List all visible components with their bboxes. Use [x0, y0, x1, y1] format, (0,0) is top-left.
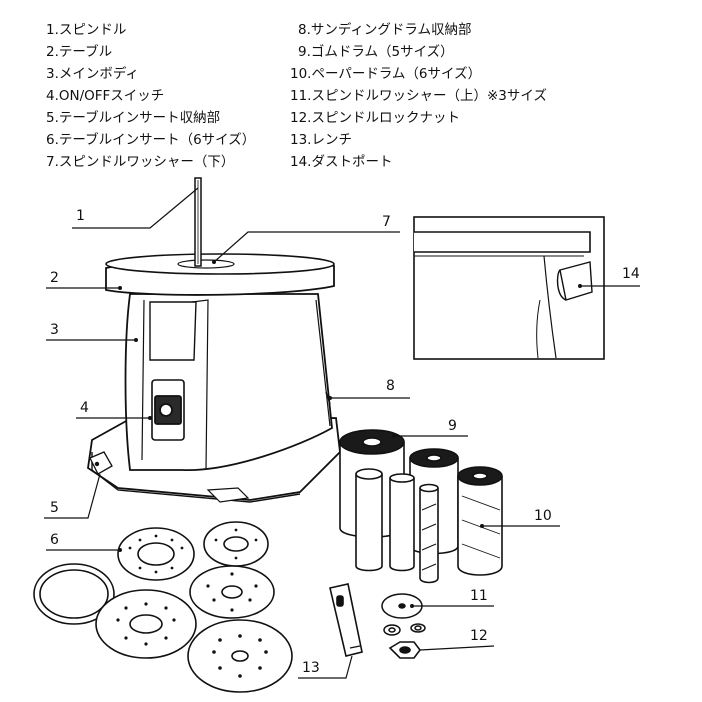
legend-item-5: 5.テーブルインサート収納部	[46, 110, 221, 126]
legend-item-8: 8.サンディングドラム収納部	[298, 22, 472, 38]
legend-item-10: 10.ペーパードラム（6サイズ）	[290, 66, 482, 82]
legend-item-13: 13.レンチ	[290, 132, 352, 148]
callout-4: 4	[80, 400, 89, 416]
callout-dots	[118, 260, 582, 608]
callout-lines	[44, 187, 640, 679]
sander-body	[87, 177, 341, 503]
callout-10: 10	[534, 508, 552, 524]
callout-12: 12	[470, 628, 488, 644]
callout-numbers: 1 2 3 4 5 6 7 8 9 10 11 12 13 14	[50, 208, 640, 676]
callout-14: 14	[622, 266, 640, 282]
callout-13: 13	[302, 660, 320, 676]
legend-item-9: 9.ゴムドラム（5サイズ）	[298, 44, 454, 60]
table-inserts	[33, 521, 293, 693]
legend-item-14: 14.ダストポート	[290, 154, 393, 170]
callout-9: 9	[448, 418, 457, 434]
legend-item-7: 7.スピンドルワッシャー（下）	[46, 154, 235, 170]
on-off-switch	[151, 379, 185, 441]
spindle-lock-nut	[388, 641, 421, 659]
insert-holes	[116, 528, 268, 678]
legend-item-12: 12.スピンドルロックナット	[290, 110, 460, 126]
legend-item-4: 4.ON/OFFスイッチ	[46, 88, 165, 104]
callout-1: 1	[76, 208, 85, 224]
callout-8: 8	[386, 378, 395, 394]
spindle-washers	[381, 593, 426, 636]
dust-port-inset	[413, 216, 605, 360]
legend-item-3: 3.メインボディ	[46, 66, 139, 82]
callout-3: 3	[50, 322, 59, 338]
callout-6: 6	[50, 532, 59, 548]
callout-5: 5	[50, 500, 59, 516]
legend-item-11: 11.スピンドルワッシャー（上）※3サイズ	[290, 88, 547, 104]
paper-drum	[457, 466, 503, 576]
legend-item-2: 2.テーブル	[46, 44, 113, 60]
rubber-drums	[339, 429, 459, 584]
callout-11: 11	[470, 588, 488, 604]
wrench	[329, 583, 363, 657]
callout-7: 7	[382, 214, 391, 230]
legend-item-6: 6.テーブルインサート（6サイズ）	[46, 132, 256, 148]
callout-2: 2	[50, 270, 59, 286]
legend-item-1: 1.スピンドル	[46, 22, 127, 38]
